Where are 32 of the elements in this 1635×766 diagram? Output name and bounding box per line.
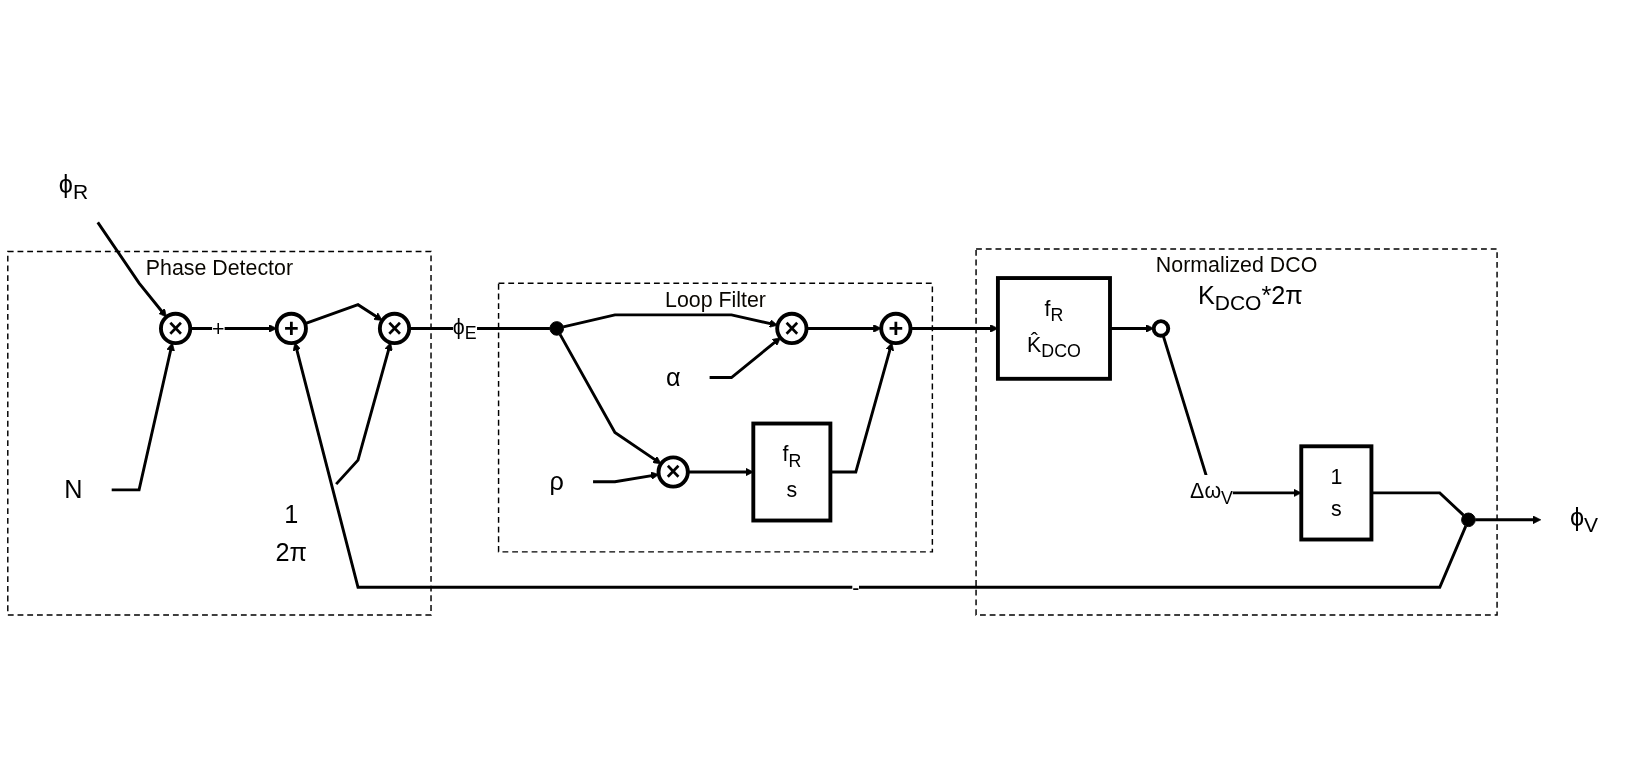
- node-text: ϕ$_{R}$: [58, 169, 89, 204]
- arrow: [558, 333, 662, 465]
- arrow: [709, 337, 781, 380]
- arrow: [1475, 515, 1542, 525]
- node-circle: [1151, 319, 1171, 338]
- arrow: [111, 342, 175, 492]
- node-circle: ×: [159, 311, 193, 346]
- edge-label: ϕ$_{E}$: [452, 314, 477, 344]
- edge-label: -: [852, 575, 860, 600]
- node-circle: +: [274, 311, 308, 346]
- node-circle: [549, 321, 565, 336]
- arrow: [1110, 324, 1155, 333]
- node-circle: ×: [656, 455, 690, 489]
- arrow: [96, 221, 167, 318]
- node-box: 1 s: [1299, 444, 1374, 542]
- node-text: ρ: [549, 466, 564, 496]
- arrow: [563, 313, 778, 329]
- node-label: K$_{DCO}$*2π: [1197, 280, 1303, 315]
- arrow: [335, 342, 393, 486]
- edge-label: +: [212, 316, 225, 341]
- node-box: f$_{R}$ s: [751, 421, 833, 523]
- arrow: [292, 342, 1468, 589]
- node-text: N: [64, 474, 83, 505]
- node-circle: [1461, 512, 1476, 528]
- node-text: α: [665, 362, 681, 392]
- edge-label: Δω$_{V}$: [1190, 479, 1233, 508]
- node-text: ϕ$_{V}$: [1569, 502, 1599, 537]
- node-circle: ×: [775, 311, 809, 346]
- node-box: f$_{R}$ K̂$_{DCO}$: [995, 276, 1112, 381]
- node-circle: +: [879, 311, 913, 346]
- node-circle: ×: [377, 311, 412, 346]
- node-text: 1 2π: [275, 499, 308, 567]
